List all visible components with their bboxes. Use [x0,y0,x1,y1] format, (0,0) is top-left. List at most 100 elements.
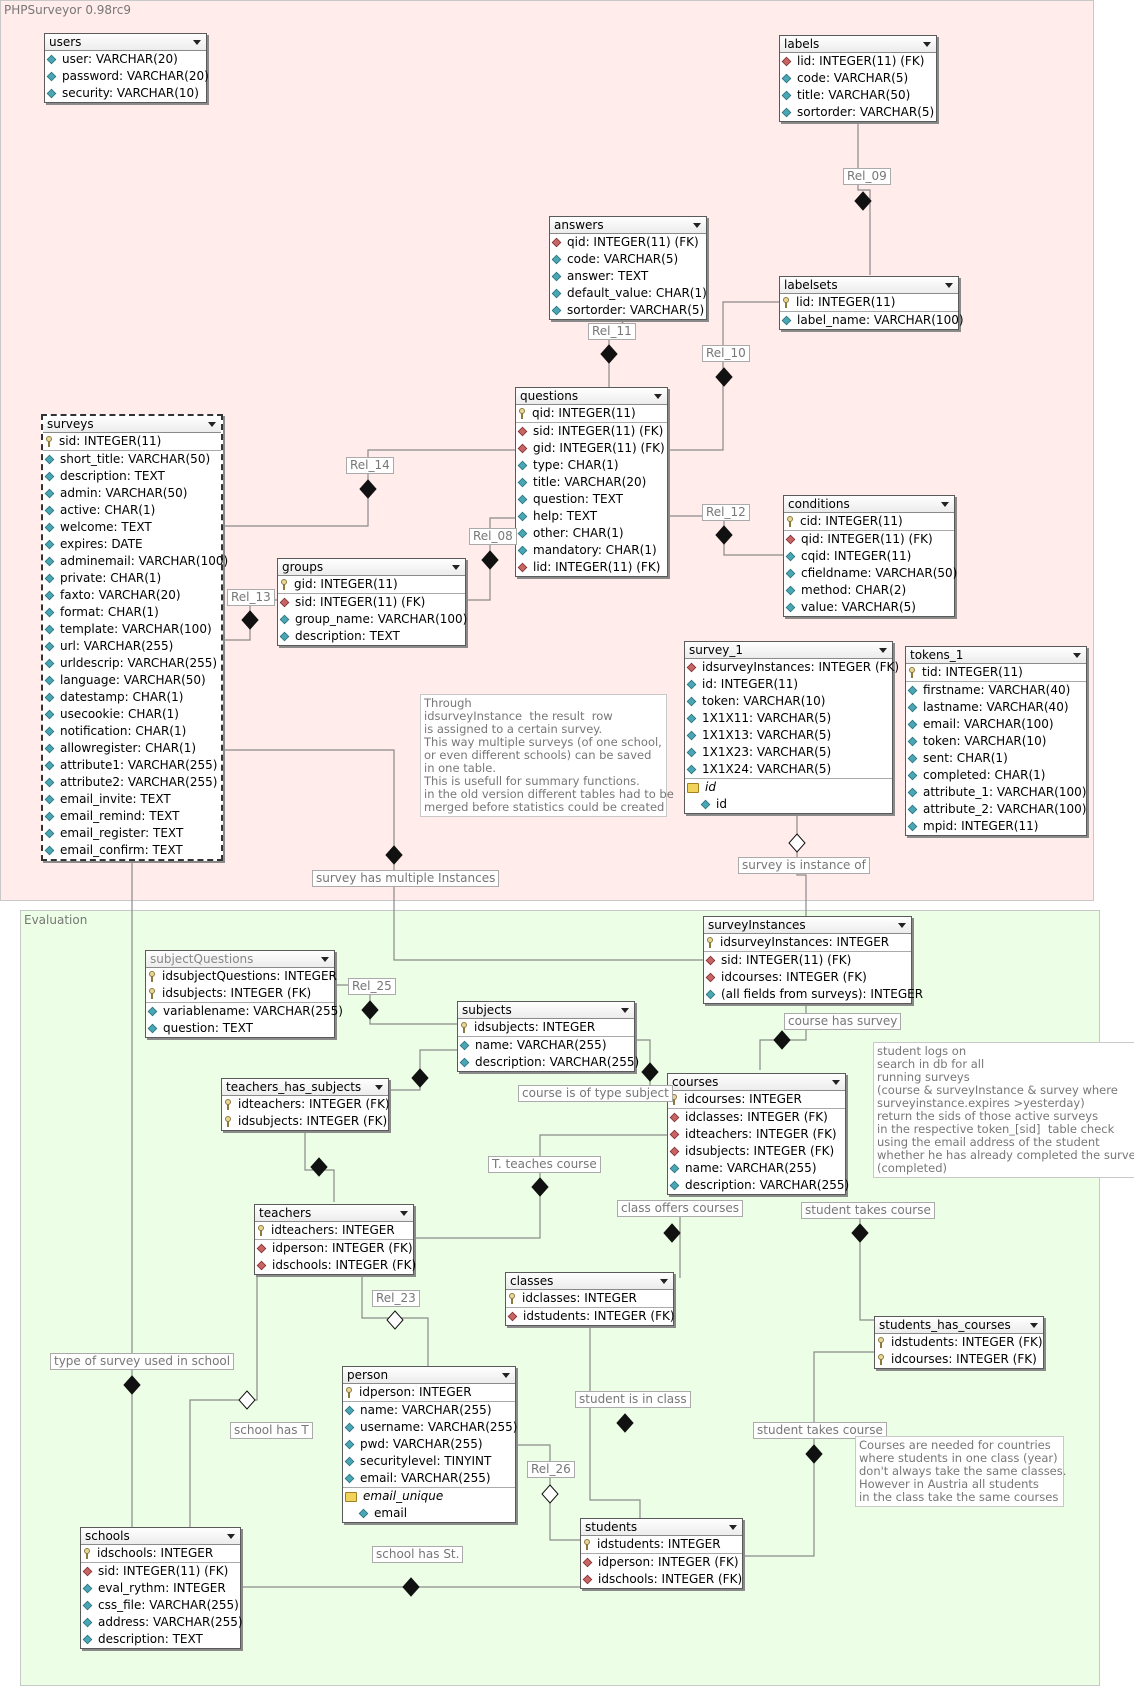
note-through-idsurveyinstance: Through idsurveyInstance the result row … [420,694,674,817]
table-header[interactable]: teachers [255,1205,413,1222]
foreign-key-icon [256,1260,267,1271]
column-text: notification: CHAR(1) [60,724,187,738]
table-header[interactable]: questions [516,388,667,405]
table-header[interactable]: courses [668,1074,845,1091]
column-text: variablename: VARCHAR(255) [163,1004,343,1018]
column-text: welcome: TEXT [60,520,152,534]
column-text: idstudents: INTEGER (FK) [523,1309,675,1323]
table-header[interactable]: subjects [458,1002,634,1019]
table-column-row: description: TEXT [278,628,465,645]
table-column-row: cfieldname: VARCHAR(50) [784,565,957,582]
table-header[interactable]: schools [81,1528,240,1545]
dropdown-arrow-icon[interactable] [898,923,906,928]
dropdown-arrow-icon[interactable] [502,1373,510,1378]
column-text: description: TEXT [98,1632,203,1646]
table-column-row: idperson: INTEGER [343,1384,515,1401]
table-header[interactable]: surveys [43,416,221,433]
dropdown-arrow-icon[interactable] [1030,1323,1038,1328]
dropdown-arrow-icon[interactable] [832,1080,840,1085]
dropdown-arrow-icon[interactable] [923,42,931,47]
dropdown-arrow-icon[interactable] [452,565,460,570]
table-column-row: idsurveyInstances: INTEGER [704,934,911,951]
dropdown-arrow-icon[interactable] [321,957,329,962]
foreign-key-icon [705,972,716,983]
table-column-row: mandatory: CHAR(1) [516,542,667,559]
table-header[interactable]: classes [506,1273,673,1290]
dropdown-arrow-icon[interactable] [693,223,701,228]
table-header[interactable]: answers [550,217,706,234]
foreign-key-icon [582,1557,593,1568]
dropdown-arrow-icon[interactable] [879,648,887,653]
dropdown-arrow-icon[interactable] [193,40,201,45]
dropdown-arrow-icon[interactable] [227,1534,235,1539]
dropdown-arrow-icon[interactable] [1073,653,1081,658]
table-header[interactable]: users [45,34,206,51]
foreign-key-icon [507,1311,518,1322]
table-header[interactable]: labelsets [780,277,958,294]
dropdown-arrow-icon[interactable] [654,394,662,399]
table-column-row: name: VARCHAR(255) [458,1036,634,1054]
dropdown-arrow-icon[interactable] [208,422,216,427]
column-text: idsubjectQuestions: INTEGER [162,969,337,983]
table-header[interactable]: conditions [784,496,954,513]
table-header[interactable]: teachers_has_subjects [222,1079,388,1096]
table-column-row: idsubjects: INTEGER (FK) [146,985,334,1002]
table-column-row: language: VARCHAR(50) [43,672,221,689]
table-column-row: idteachers: INTEGER (FK) [668,1126,845,1143]
table-header[interactable]: person [343,1367,515,1384]
dropdown-arrow-icon[interactable] [941,502,949,507]
dropdown-arrow-icon[interactable] [375,1085,383,1090]
column-text: completed: CHAR(1) [923,768,1046,782]
table-header[interactable]: students_has_courses [875,1317,1043,1334]
column-icon [705,989,716,1000]
column-text: description: VARCHAR(255) [475,1055,640,1069]
dropdown-arrow-icon[interactable] [400,1211,408,1216]
dropdown-arrow-icon[interactable] [621,1008,629,1013]
foreign-key-icon [705,955,716,966]
table-header[interactable]: groups [278,559,465,576]
table-header[interactable]: students [581,1519,742,1536]
dropdown-arrow-icon[interactable] [729,1525,737,1530]
table-header[interactable]: surveyInstances [704,917,911,934]
column-icon [44,505,55,516]
column-icon [781,315,792,326]
table-header[interactable]: subjectQuestions [146,951,334,968]
foreign-key-icon [669,1129,680,1140]
table-header[interactable]: labels [780,36,936,53]
table-column-row: idperson: INTEGER (FK) [581,1553,742,1571]
column-text: user: VARCHAR(20) [62,52,178,66]
column-icon [44,607,55,618]
dropdown-arrow-icon[interactable] [660,1279,668,1284]
dropdown-arrow-icon[interactable] [945,283,953,288]
primary-key-icon [508,1293,516,1304]
primary-key-icon [877,1337,885,1348]
table-header[interactable]: tokens_1 [906,647,1086,664]
column-text: email_invite: TEXT [60,792,171,806]
column-icon [551,288,562,299]
table-column-row: token: VARCHAR(10) [906,733,1086,750]
note-student-logs-on: student logs on search in db for all run… [873,1042,1134,1178]
column-text: attribute_1: VARCHAR(100) [923,785,1087,799]
table-header[interactable]: survey_1 [685,642,892,659]
